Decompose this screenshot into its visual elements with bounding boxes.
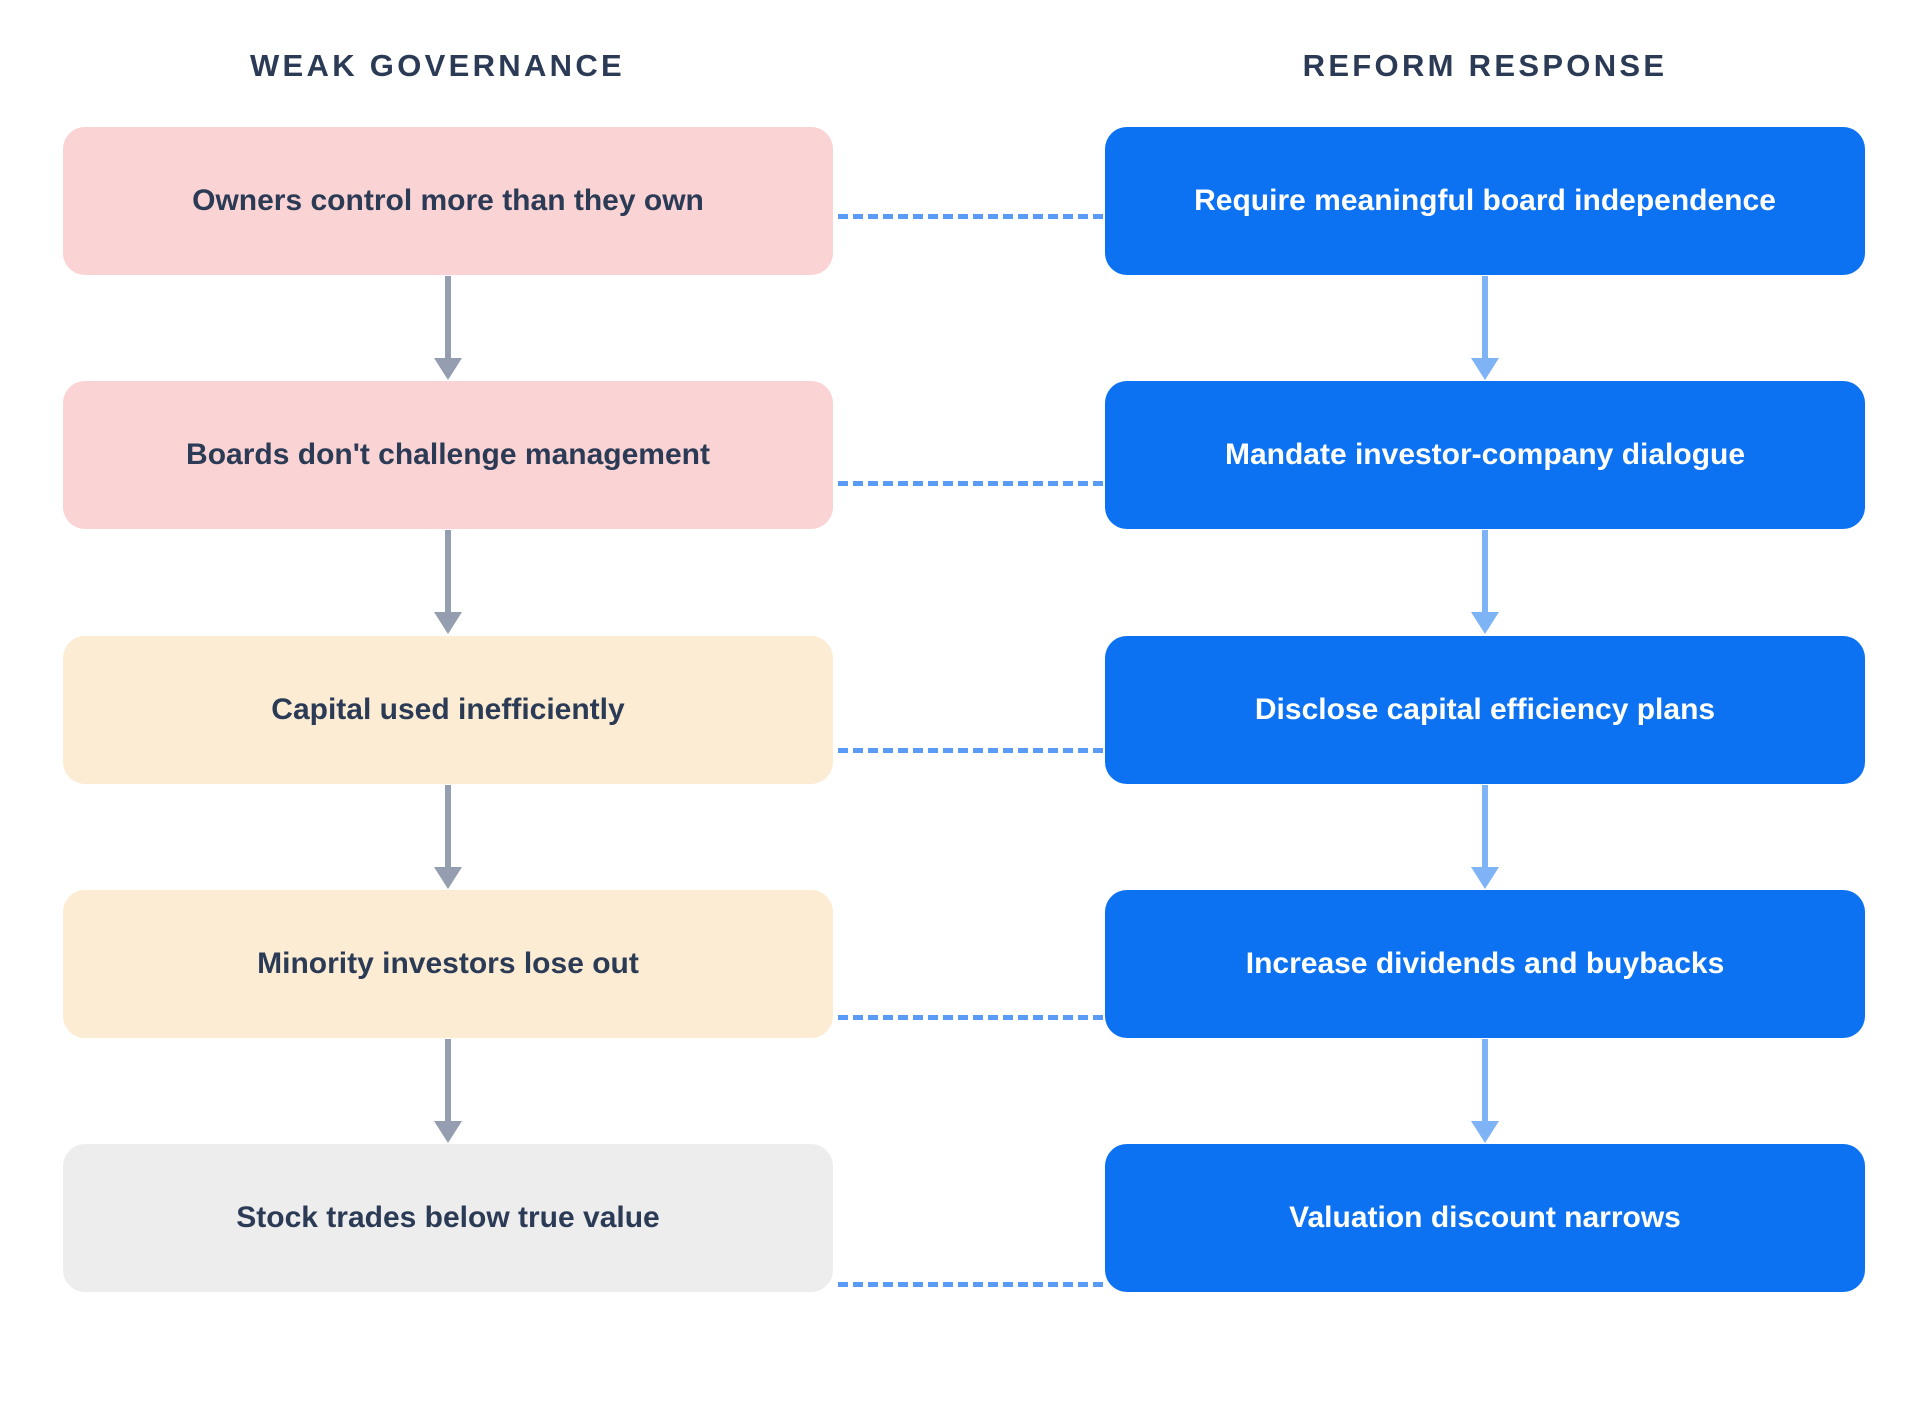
node-valuation-discount-narrows[interactable]: Valuation discount narrows: [1105, 1144, 1865, 1292]
arrow-head-icon: [434, 1121, 462, 1143]
node-require-meaningful-board-independence[interactable]: Require meaningful board independence: [1105, 127, 1865, 275]
cross-link-dashed-4: [838, 1015, 1103, 1020]
flow-arrow-down-left-4: [434, 1039, 462, 1143]
arrow-shaft: [1482, 785, 1488, 869]
arrow-head-icon: [1471, 358, 1499, 380]
arrow-shaft: [1482, 530, 1488, 614]
node-label: Owners control more than they own: [192, 184, 704, 218]
column-title-reform-response: REFORM RESPONSE: [1302, 48, 1668, 83]
node-boards-dont-challenge-management[interactable]: Boards don't challenge management: [63, 381, 833, 529]
node-label: Valuation discount narrows: [1289, 1201, 1681, 1235]
node-label: Capital used inefficiently: [271, 693, 625, 727]
flow-arrow-down-right-2: [1471, 530, 1499, 634]
node-increase-dividends-and-buybacks[interactable]: Increase dividends and buybacks: [1105, 890, 1865, 1038]
node-disclose-capital-efficiency-plans[interactable]: Disclose capital efficiency plans: [1105, 636, 1865, 784]
arrow-shaft: [445, 530, 451, 614]
arrow-head-icon: [1471, 612, 1499, 634]
column-title-weak-governance: WEAK GOVERNANCE: [249, 48, 625, 83]
node-label: Increase dividends and buybacks: [1245, 947, 1725, 981]
node-label: Require meaningful board independence: [1194, 184, 1776, 218]
flow-arrow-down-left-3: [434, 785, 462, 889]
node-label: Stock trades below true value: [236, 1201, 660, 1235]
node-stock-trades-below-true-value[interactable]: Stock trades below true value: [63, 1144, 833, 1292]
arrow-shaft: [1482, 276, 1488, 360]
arrow-head-icon: [1471, 867, 1499, 889]
node-capital-used-inefficiently[interactable]: Capital used inefficiently: [63, 636, 833, 784]
flow-arrow-down-left-1: [434, 276, 462, 380]
arrow-shaft: [445, 1039, 451, 1123]
node-label: Mandate investor-company dialogue: [1224, 438, 1746, 472]
cross-link-dashed-2: [838, 481, 1103, 486]
arrow-head-icon: [434, 612, 462, 634]
flow-arrow-down-right-4: [1471, 1039, 1499, 1143]
node-owners-control-more-than-they-own[interactable]: Owners control more than they own: [63, 127, 833, 275]
node-label: Disclose capital efficiency plans: [1254, 693, 1716, 727]
cross-link-dashed-5: [838, 1282, 1103, 1287]
arrow-head-icon: [434, 867, 462, 889]
flow-arrow-down-right-3: [1471, 785, 1499, 889]
node-minority-investors-lose-out[interactable]: Minority investors lose out: [63, 890, 833, 1038]
flow-arrow-down-right-1: [1471, 276, 1499, 380]
arrow-head-icon: [1471, 1121, 1499, 1143]
arrow-head-icon: [434, 358, 462, 380]
node-mandate-investor-company-dialogue[interactable]: Mandate investor-company dialogue: [1105, 381, 1865, 529]
flow-arrow-down-left-2: [434, 530, 462, 634]
node-label: Minority investors lose out: [257, 947, 639, 981]
arrow-shaft: [1482, 1039, 1488, 1123]
arrow-shaft: [445, 785, 451, 869]
arrow-shaft: [445, 276, 451, 360]
cross-link-dashed-1: [838, 214, 1103, 219]
node-label: Boards don't challenge management: [186, 438, 710, 472]
cross-link-dashed-3: [838, 748, 1103, 753]
